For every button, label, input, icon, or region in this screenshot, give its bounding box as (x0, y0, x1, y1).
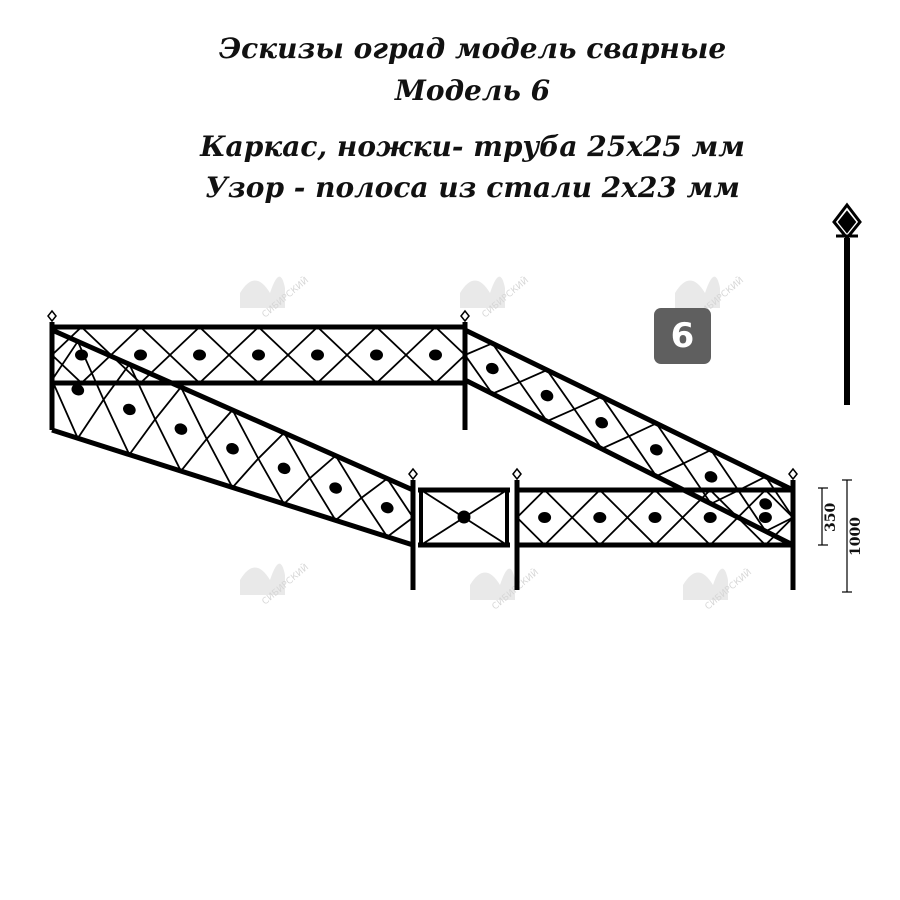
pattern-dot (252, 349, 265, 361)
pattern-dot (486, 362, 499, 375)
title-line-2: Модель 6 (394, 74, 551, 107)
pattern-dot (759, 498, 772, 510)
pattern-dot (193, 349, 206, 361)
pattern-dot (540, 389, 554, 402)
pattern-dot (277, 462, 291, 475)
pattern-dot (134, 349, 147, 361)
pattern-dot (226, 443, 239, 455)
dimension-350: 350 (823, 502, 839, 532)
pattern-dot (71, 384, 85, 396)
post-finial (788, 467, 798, 481)
pattern-dot (123, 403, 136, 416)
pattern-dot (429, 349, 442, 361)
pattern-dot (174, 423, 188, 435)
watermark-logo: СИБИРСКИЙ (240, 561, 311, 607)
pattern-dot (457, 510, 471, 524)
pattern-dot (380, 501, 394, 514)
pattern-dot (370, 349, 383, 361)
post-finial (408, 467, 418, 481)
pattern-dot (311, 349, 324, 361)
spec-pattern: Узор - полоса из стали 2х23 мм (205, 171, 740, 204)
finial-detail-inner (837, 210, 857, 234)
title-line-1: Эскизы оград модель сварные (218, 32, 727, 65)
watermark-logo: СИБИРСКИЙ (683, 566, 754, 612)
model-number-badge: 6 (654, 308, 711, 364)
post-finial (47, 309, 57, 323)
rail-top (463, 327, 795, 493)
pattern-dot (538, 512, 552, 523)
pattern-dot (648, 512, 662, 523)
watermark-logo: СИБИРСКИЙ (460, 274, 531, 320)
pattern-dot (595, 417, 608, 429)
dimension-1000: 1000 (848, 517, 864, 556)
pattern-dot (704, 471, 718, 483)
pattern-dot (703, 512, 717, 523)
post-finial (460, 309, 470, 323)
watermark-logo: СИБИРСКИЙ (240, 274, 311, 320)
pattern-dot (329, 482, 342, 494)
spec-frame: Каркас, ножки- труба 25х25 мм (200, 130, 745, 163)
pattern-dot (650, 444, 663, 456)
pattern-dot (593, 512, 607, 523)
post-finial (512, 467, 522, 481)
watermark-logo: СИБИРСКИЙ (675, 274, 746, 320)
pattern-dot (758, 512, 772, 523)
